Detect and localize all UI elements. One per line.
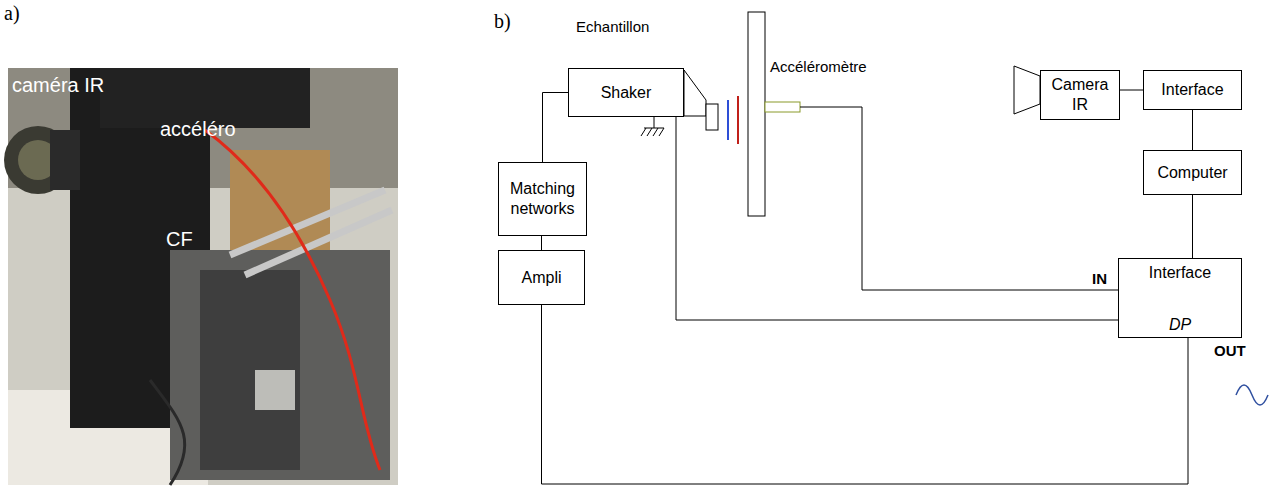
ampli-box: Ampli — [498, 250, 585, 305]
wire-connector — [1192, 195, 1193, 258]
part-name: Accéléromètre — [770, 58, 867, 75]
box-text: Interface — [1161, 80, 1223, 100]
box-text: DP — [1169, 315, 1191, 335]
matching-box: Matching networks — [498, 162, 587, 236]
box-text: Camera IR — [1045, 75, 1115, 115]
panel-letter: b) — [494, 10, 511, 33]
photo-label: accéléro — [160, 118, 236, 141]
photo-label: caméra IR — [12, 74, 104, 97]
interface-box: Interface — [1143, 70, 1242, 110]
wire-connector — [1120, 90, 1143, 91]
signal-name: IN — [1092, 270, 1107, 287]
panel-letter: a) — [4, 2, 20, 25]
box-text: Matching networks — [503, 179, 582, 219]
signal-name: OUT — [1214, 342, 1246, 359]
interface-box: InterfaceDP — [1118, 258, 1242, 338]
part-name: Echantillon — [576, 18, 649, 35]
wire-connector — [543, 93, 569, 163]
wire-connector — [1192, 110, 1193, 150]
photo-label: CF — [166, 228, 193, 251]
box-text: Interface — [1149, 263, 1211, 283]
box-text: Computer — [1157, 163, 1227, 183]
camera-box: Camera IR — [1040, 70, 1120, 120]
box-text: Shaker — [601, 83, 652, 103]
shaker-box: Shaker — [568, 68, 684, 117]
box-text: Ampli — [521, 268, 561, 288]
wire-connector — [676, 117, 1118, 320]
wire-connector — [541, 236, 542, 250]
wire-connector — [542, 305, 1189, 484]
computer-box: Computer — [1143, 150, 1242, 195]
